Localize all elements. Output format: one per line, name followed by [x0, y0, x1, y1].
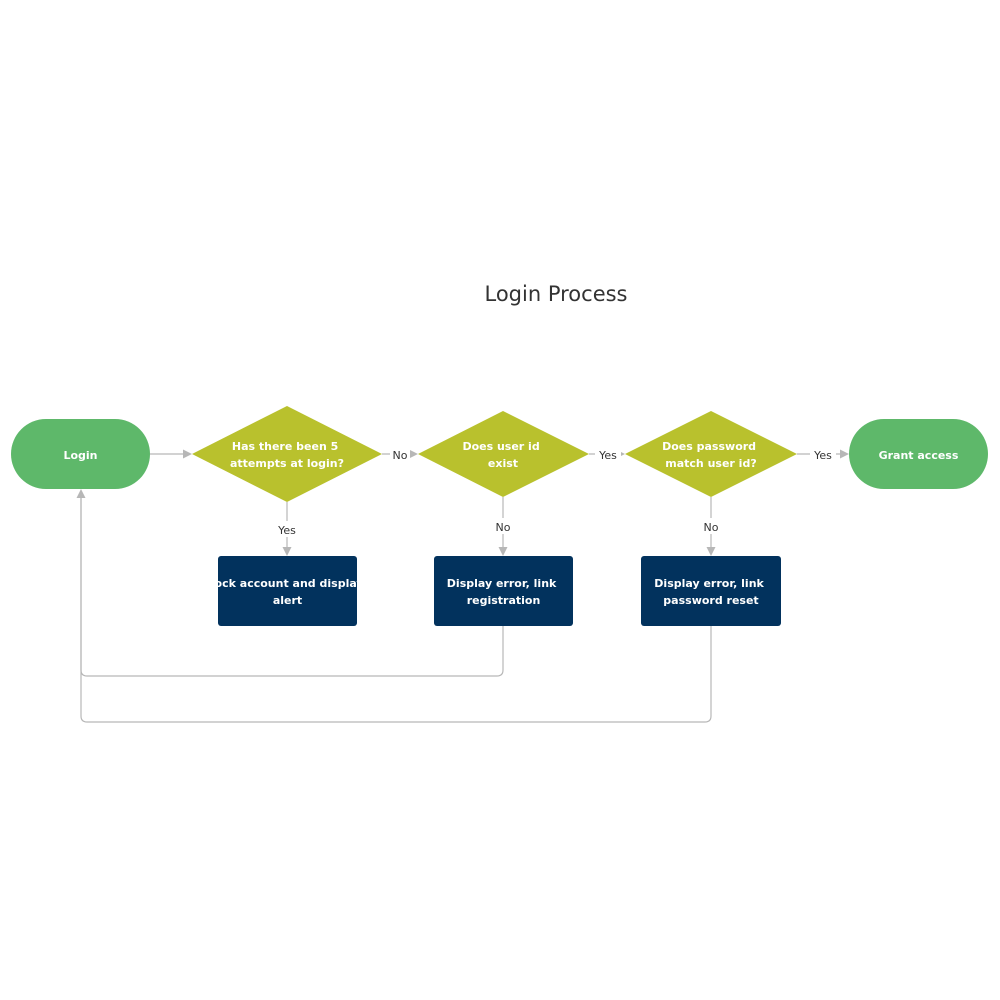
arrowhead-userid: [409, 449, 418, 459]
diagram-title: Login Process: [485, 282, 628, 306]
terminal-shape: [849, 419, 988, 489]
node-userid-check: Does user id exist: [418, 411, 589, 497]
arrowhead-login-return: [76, 489, 86, 498]
node-error-registration: Display error, link registration: [434, 556, 573, 626]
node-grant-access: Grant access: [849, 419, 988, 489]
edge-label-userid-no: No: [496, 521, 511, 534]
node-lock-text: Lock account and display alert: [208, 577, 368, 607]
node-attempts-text: Has there been 5 attempts at login?: [230, 440, 344, 470]
terminal-shape: [11, 419, 150, 489]
edge-label-attempts-no: No: [393, 449, 408, 462]
process-shape: [218, 556, 357, 626]
arrowhead-registration: [498, 547, 508, 556]
node-login-text: Login: [63, 449, 97, 462]
node-reset-text: Display error, link password reset: [654, 577, 767, 607]
edge-label-userid-yes: Yes: [598, 449, 617, 462]
arrowhead-attempts: [183, 449, 192, 459]
arrowhead-lock: [282, 547, 292, 556]
node-lock-account: Lock account and display alert: [208, 556, 368, 626]
node-registration-text: Display error, link registration: [447, 577, 560, 607]
arrowhead-reset: [706, 547, 716, 556]
edge-reset-loop: [80, 496, 712, 723]
decision-shape: [418, 411, 589, 497]
edge-label-attempts-yes: Yes: [277, 524, 296, 537]
node-grant-text: Grant access: [879, 449, 959, 462]
process-shape: [434, 556, 573, 626]
node-login: Login: [11, 419, 150, 489]
decision-shape: [625, 411, 797, 497]
edge-labels: No Yes Yes No Yes No: [274, 446, 836, 537]
edge-label-password-yes: Yes: [813, 449, 832, 462]
node-password-check: Does password match user id?: [625, 411, 797, 497]
edge-label-password-no: No: [704, 521, 719, 534]
process-shape: [641, 556, 781, 626]
arrowhead-grant: [840, 449, 849, 459]
decision-shape: [192, 406, 382, 502]
node-userid-text: Does user id exist: [462, 440, 543, 470]
node-attempts-check: Has there been 5 attempts at login?: [192, 406, 382, 502]
node-error-password-reset: Display error, link password reset: [641, 556, 781, 626]
node-password-text: Does password match user id?: [662, 440, 760, 470]
